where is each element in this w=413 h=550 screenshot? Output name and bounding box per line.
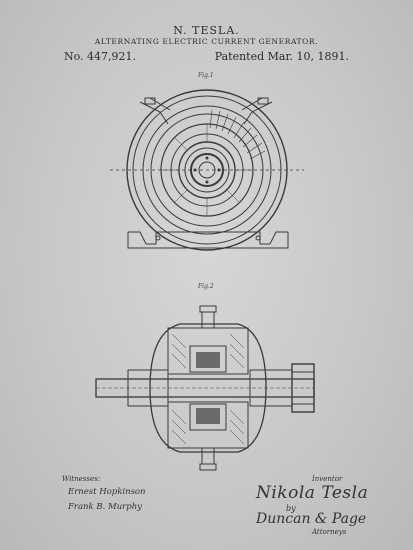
inventor-signature: Nikola Tesla: [256, 483, 369, 503]
patent-date: Patented Mar. 10, 1891.: [214, 50, 349, 63]
witness-signature-2: Frank B. Murphy: [68, 502, 142, 512]
attorneys-label: Attorneys: [312, 528, 347, 536]
fig1-label: Fig.1: [198, 72, 214, 79]
patent-number: No. 447,921.: [64, 50, 137, 63]
inventor-heading: N. TESLA.: [173, 24, 240, 37]
patent-title: ALTERNATING ELECTRIC CURRENT GENERATOR.: [94, 37, 319, 46]
by-label: by: [286, 504, 296, 513]
inventor-label: Inventor: [312, 475, 343, 483]
witness-signature-1: Ernest Hopkinson: [68, 487, 146, 497]
attorney-signature: Duncan & Page: [256, 511, 367, 527]
witnesses-label: Witnesses:: [62, 475, 101, 483]
fig2-label: Fig.2: [198, 283, 214, 290]
